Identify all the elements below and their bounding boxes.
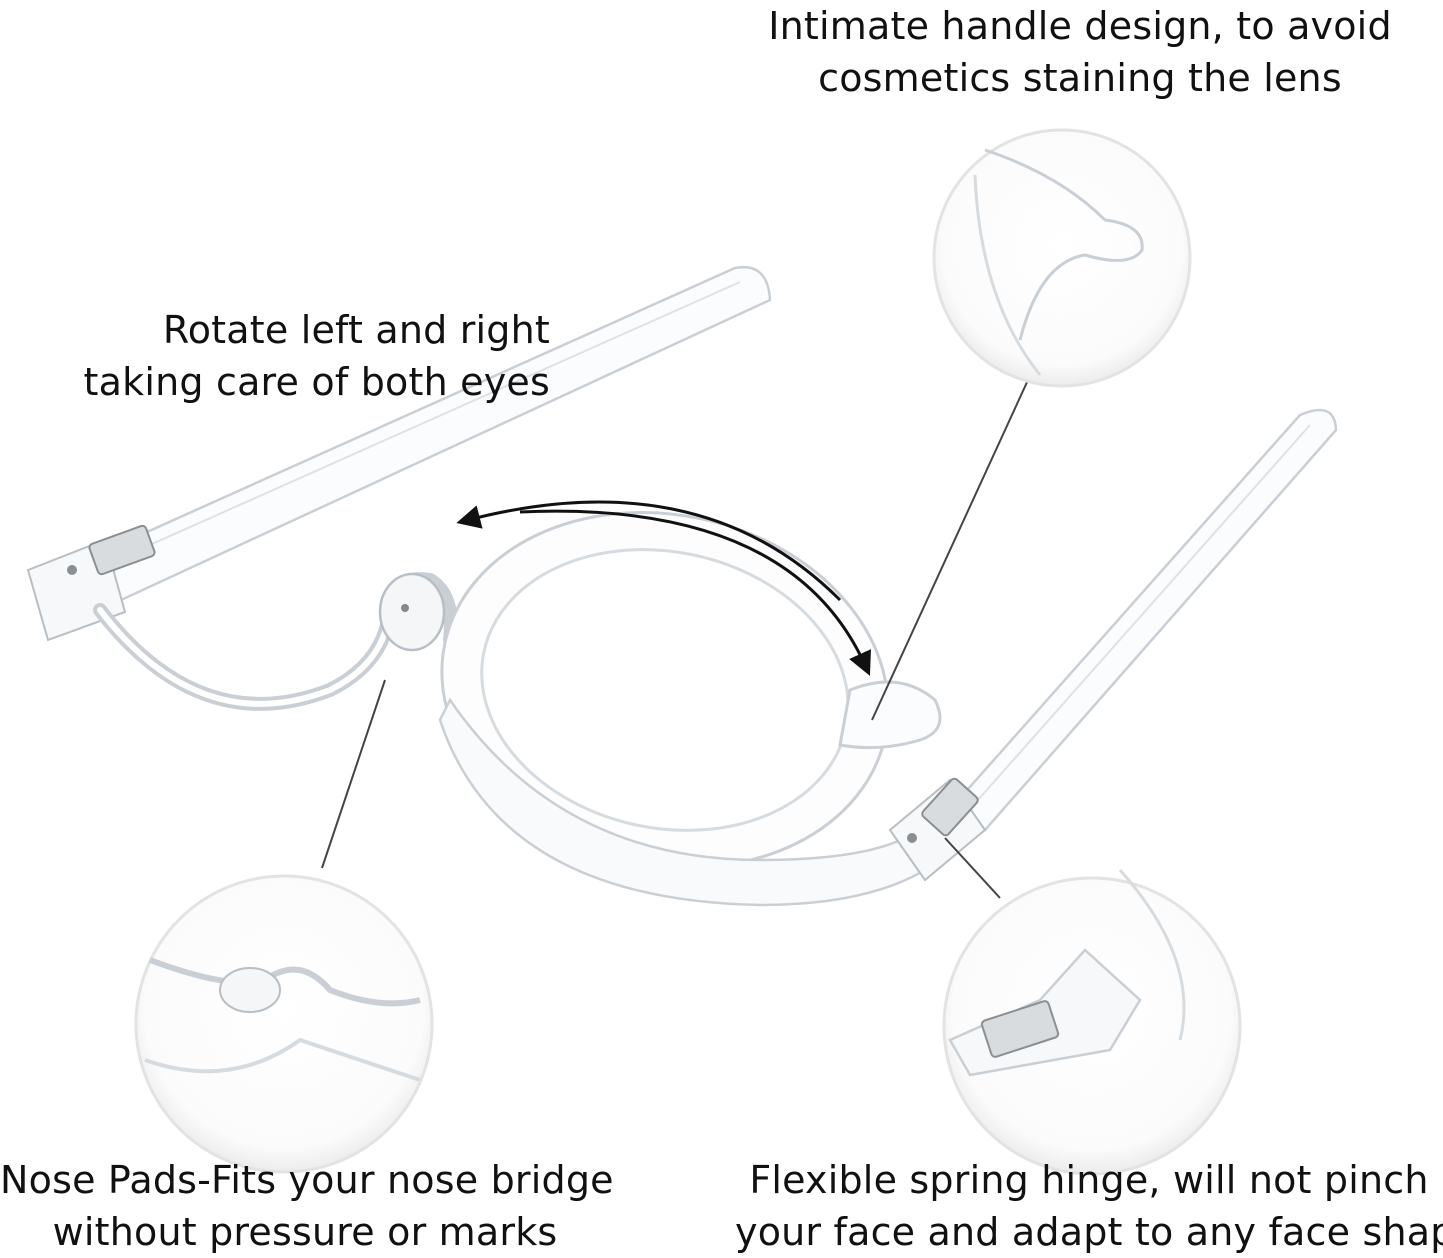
caption-line: without pressure or marks: [52, 1210, 558, 1254]
caption-line: taking care of both eyes: [83, 360, 550, 404]
caption-line: Rotate left and right: [162, 308, 550, 352]
callout-circle-nose: [134, 874, 434, 1174]
leader-line-handle: [871, 379, 1029, 721]
callout-circle-handle: [932, 128, 1192, 388]
caption-line: Nose Pads-Fits your nose bridge: [0, 1158, 614, 1202]
right-temple-arm: [942, 408, 1338, 832]
caption-spring-hinge: Flexible spring hinge, will not pinch yo…: [735, 1154, 1443, 1258]
leader-line-nose: [321, 679, 386, 869]
right-hinge: [888, 777, 987, 882]
caption-line: cosmetics staining the lens: [818, 56, 1342, 100]
callout-circle-hinge: [942, 869, 1242, 1176]
caption-handle-design: Intimate handle design, to avoid cosmeti…: [730, 0, 1430, 104]
rotation-arrows: [456, 500, 871, 676]
caption-line: Flexible spring hinge, will not pinch: [749, 1158, 1429, 1202]
lens-handle: [838, 680, 942, 750]
caption-nose-pads: Nose Pads-Fits your nose bridge without …: [0, 1154, 614, 1258]
caption-line: your face and adapt to any face shape.: [735, 1210, 1443, 1254]
caption-line: Intimate handle design, to avoid: [768, 4, 1392, 48]
rotating-lens: [440, 511, 942, 869]
leader-line-hinge: [944, 837, 1001, 899]
nose-bridge: [93, 572, 458, 711]
caption-rotate: Rotate left and right taking care of bot…: [30, 304, 550, 408]
